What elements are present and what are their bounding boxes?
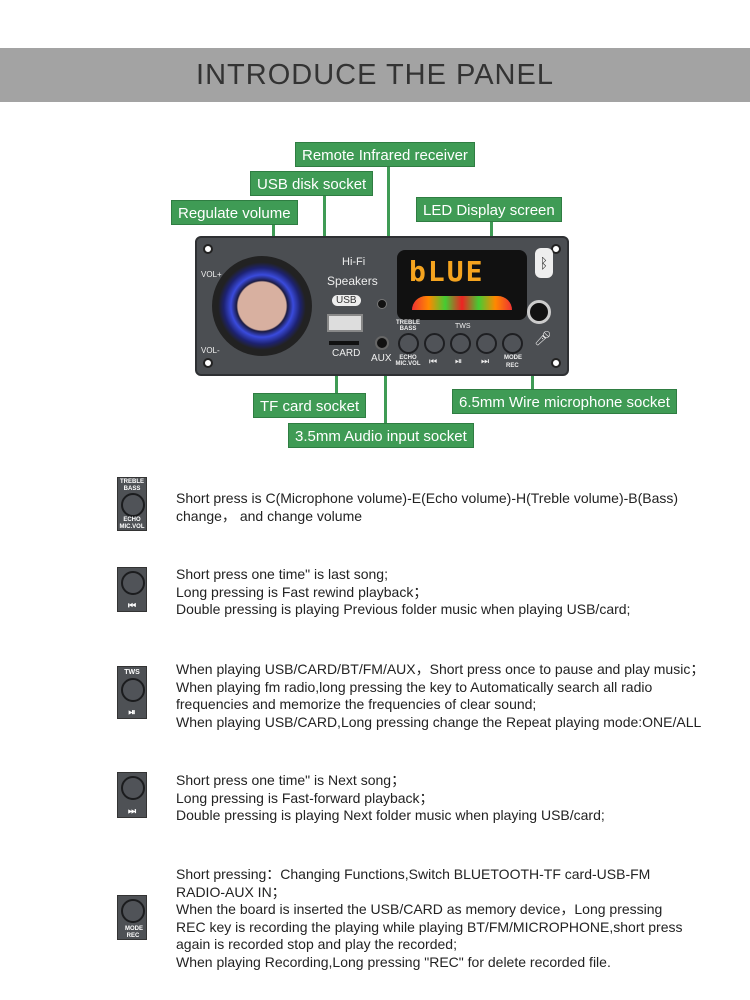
treble-echo-button-icon: TREBLE BASS ECHO MIC.VOL xyxy=(117,477,147,531)
icon-bottom-label: MODE REC xyxy=(125,926,143,939)
play-pause-button[interactable] xyxy=(450,333,471,354)
usb-socket[interactable] xyxy=(327,314,363,332)
description-line: REC key is recording the playing while p… xyxy=(176,918,683,935)
next-icon: ⏭ xyxy=(481,356,490,366)
description-line: When playing fm radio,long pressing the … xyxy=(176,678,653,695)
display-text: bLUE xyxy=(409,255,485,288)
description-line: When playing USB/CARD,Long pressing chan… xyxy=(176,713,702,730)
remote-infrared-label: Remote Infrared receiver xyxy=(295,142,475,167)
bluetooth-icon: ᛒ xyxy=(535,248,553,278)
audio-input-label: 3.5mm Audio input socket xyxy=(288,423,474,448)
icon-top-label: TREBLE BASS xyxy=(120,479,144,492)
play-pause-button-icon: TWS ⏯ xyxy=(117,666,147,719)
tf-card-slot[interactable] xyxy=(329,341,359,345)
description-line: When the board is inserted the USB/CARD … xyxy=(176,901,663,918)
mode-rec-button-icon: MODE REC xyxy=(117,895,147,940)
description-play-pause: When playing USB/CARD/BT/FM/AUX，Short pr… xyxy=(176,661,704,731)
mode-label: MODE xyxy=(504,355,522,361)
card-label: CARD xyxy=(332,348,361,359)
description-line: Short press is C(Microphone volume)-E(Ec… xyxy=(176,490,679,506)
previous-button-icon: ⏮ xyxy=(117,567,147,612)
microphone-socket-label: 6.5mm Wire microphone socket xyxy=(452,389,677,414)
description-line: When playing Recording,Long pressing "RE… xyxy=(176,953,611,970)
icon-bottom-label: ⏮ xyxy=(127,600,137,610)
led-display-label: LED Display screen xyxy=(416,197,562,222)
echo-label: ECHO MIC.VOL xyxy=(395,355,421,367)
screw-hole xyxy=(551,244,561,254)
description-line: frequencies and memorize the frequencies… xyxy=(176,696,537,713)
previous-icon: ⏮ xyxy=(429,356,438,366)
description-line: Double pressing is playing Next folder m… xyxy=(176,807,605,824)
description-treble-echo: Short press is C(Microphone volume)-E(Ec… xyxy=(176,490,678,525)
microphone-jack[interactable] xyxy=(527,300,551,324)
icon-bottom-label: ⏭ xyxy=(127,806,137,816)
next-button[interactable] xyxy=(476,333,497,354)
vol-minus-label: VOL- xyxy=(201,346,220,355)
tf-card-label: TF card socket xyxy=(253,393,367,418)
led-display: bLUE xyxy=(397,250,527,320)
aux-label: AUX xyxy=(371,353,392,364)
description-line: Short press one time" is Next song； xyxy=(176,772,406,788)
description-line: Double pressing is playing Previous fold… xyxy=(176,601,631,618)
description-line: again is recorded stop and play the reco… xyxy=(176,936,457,953)
description-line: Long pressing is Fast-forward playback； xyxy=(176,789,434,806)
description-line: change， and change volume xyxy=(176,507,363,524)
description-line: Short pressing：Changing Functions,Switch… xyxy=(176,866,651,882)
usb-label: USB xyxy=(332,295,361,306)
previous-button[interactable] xyxy=(424,333,445,354)
ir-receiver xyxy=(377,299,387,309)
connector-line xyxy=(384,362,387,424)
rec-label: REC xyxy=(506,363,519,369)
description-line: Short press one time" is last song; xyxy=(176,566,388,582)
treble-echo-button[interactable] xyxy=(398,333,419,354)
aux-jack[interactable] xyxy=(375,336,389,350)
spectrum-bars xyxy=(412,296,512,310)
description-previous: Short press one time" is last song; Long… xyxy=(176,566,630,619)
vol-plus-label: VOL+ xyxy=(201,270,222,279)
mp3-decoder-panel: VOL+ VOL- Hi-Fi Speakers USB CARD AUX bL… xyxy=(195,236,569,376)
next-button-icon: ⏭ xyxy=(117,772,147,818)
microphone-icon: 🎤︎ xyxy=(534,330,552,346)
screw-hole xyxy=(203,358,213,368)
page-title: INTRODUCE THE PANEL xyxy=(0,48,750,102)
description-line: When playing USB/CARD/BT/FM/AUX，Short pr… xyxy=(176,661,705,677)
description-line: RADIO-AUX IN； xyxy=(176,883,286,900)
screw-hole xyxy=(203,244,213,254)
description-line: Long pressing is Fast rewind playback； xyxy=(176,583,428,600)
icon-bottom-label: ⏯ xyxy=(128,707,136,717)
regulate-volume-label: Regulate volume xyxy=(171,200,298,225)
play-pause-icon: ⏯ xyxy=(455,356,463,366)
connector-line xyxy=(335,375,338,394)
mode-button[interactable] xyxy=(502,333,523,354)
hifi-label: Hi-Fi xyxy=(342,256,366,268)
description-mode-rec: Short pressing：Changing Functions,Switch… xyxy=(176,866,683,972)
tws-label: TWS xyxy=(455,323,471,330)
speakers-label: Speakers xyxy=(327,274,378,288)
treble-label: TREBLE BASS xyxy=(396,320,420,332)
volume-knob[interactable] xyxy=(212,256,312,356)
screw-hole xyxy=(551,358,561,368)
usb-socket-label: USB disk socket xyxy=(250,171,374,196)
icon-bottom-label: ECHO MIC.VOL xyxy=(119,517,145,530)
connector-line xyxy=(387,166,390,302)
icon-top-label: TWS xyxy=(124,669,140,676)
description-next: Short press one time" is Next song； Long… xyxy=(176,772,605,825)
